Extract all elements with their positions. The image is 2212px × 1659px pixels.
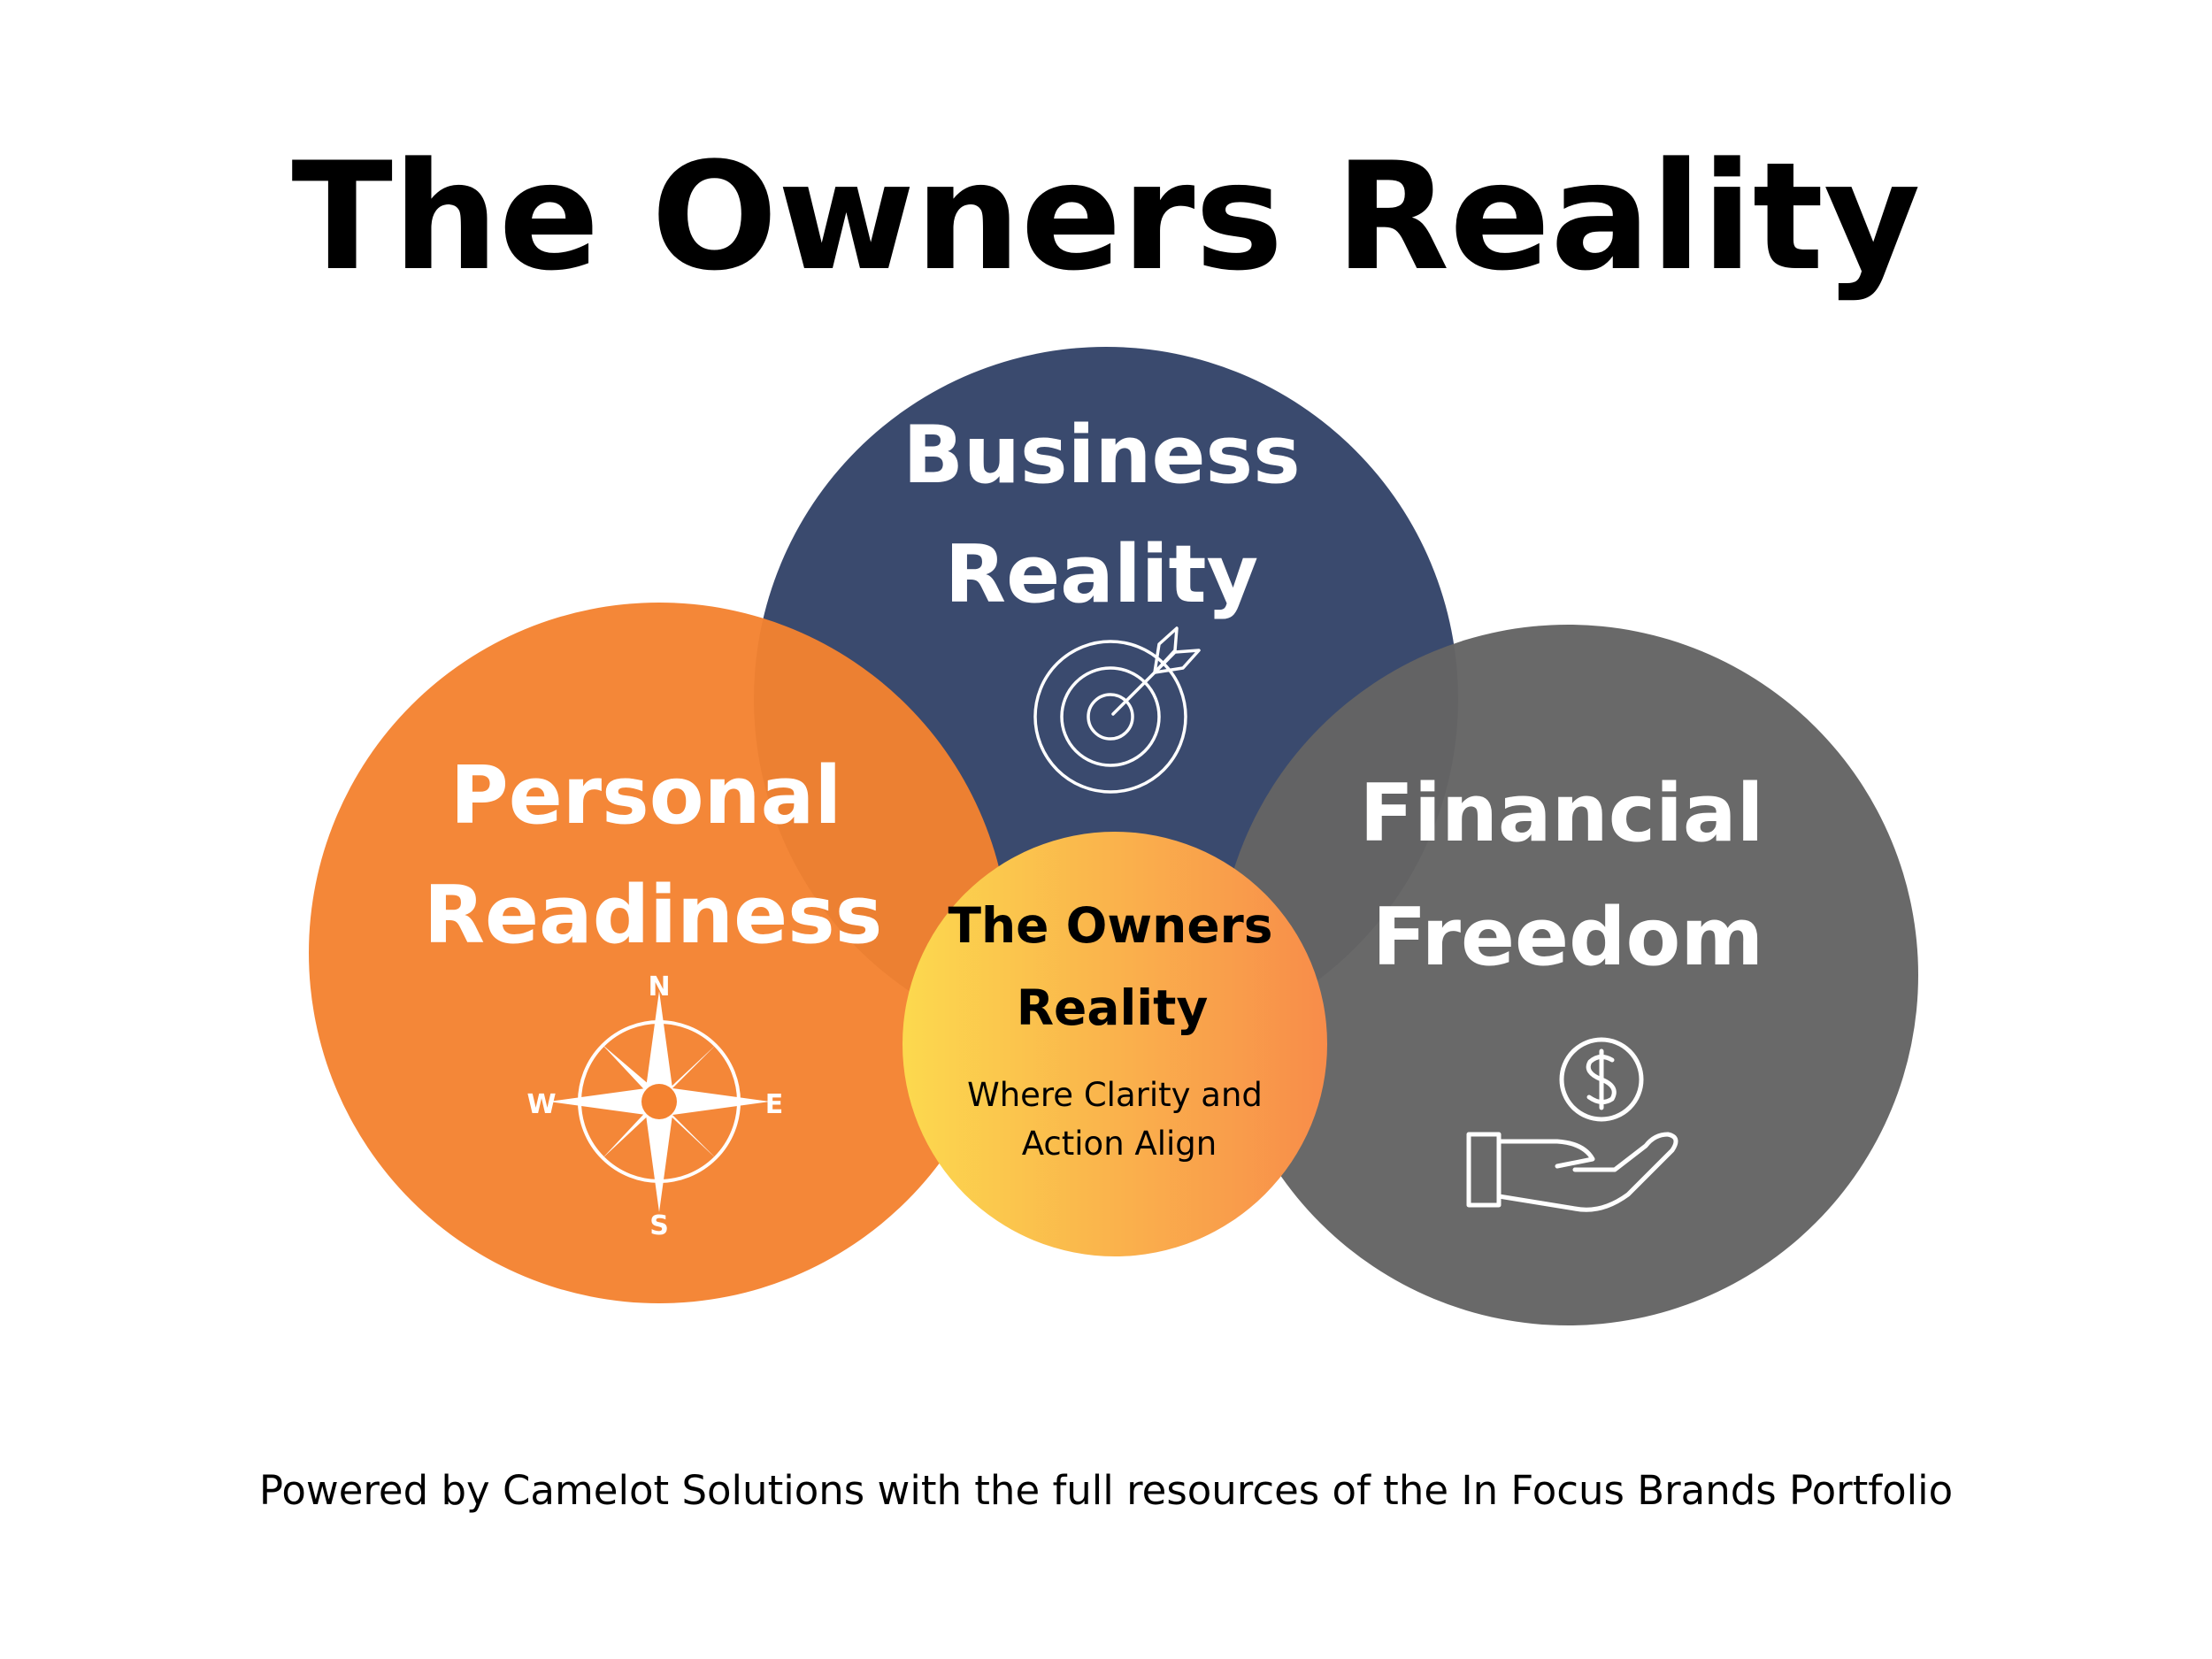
footer-credit: Powered by Camelot Solutions with the fu…	[258, 1467, 1954, 1514]
page-title: The Owners Reality	[291, 130, 1921, 303]
financial-freedom-label-line1: Financial	[1360, 767, 1764, 860]
center-subtitle-line1: Where Clarity and	[967, 1076, 1263, 1114]
center-label-line1: The Owners	[948, 897, 1272, 954]
compass-south-letter: S	[649, 1210, 669, 1241]
financial-freedom-circle	[1217, 625, 1918, 1325]
center-owners-reality-circle	[902, 832, 1327, 1256]
compass-icon	[549, 991, 770, 1212]
compass-north-letter: N	[648, 972, 670, 1002]
center-label-line2: Reality	[1017, 979, 1209, 1036]
personal-readiness-label-line1: Personal	[450, 749, 841, 842]
hand-money-icon	[1466, 1037, 1678, 1212]
personal-readiness-circle	[309, 603, 1010, 1303]
compass-east-letter: E	[765, 1089, 784, 1120]
business-reality-label-line2: Reality	[945, 528, 1258, 621]
compass-west-letter: W	[526, 1089, 556, 1120]
personal-readiness-label-line2: Readiness	[424, 869, 883, 962]
target-icon	[1033, 626, 1201, 794]
financial-freedom-label-line2: Freedom	[1372, 891, 1763, 984]
business-reality-label-line1: Business	[902, 409, 1300, 502]
center-subtitle-line2: Action Align	[1022, 1125, 1217, 1163]
